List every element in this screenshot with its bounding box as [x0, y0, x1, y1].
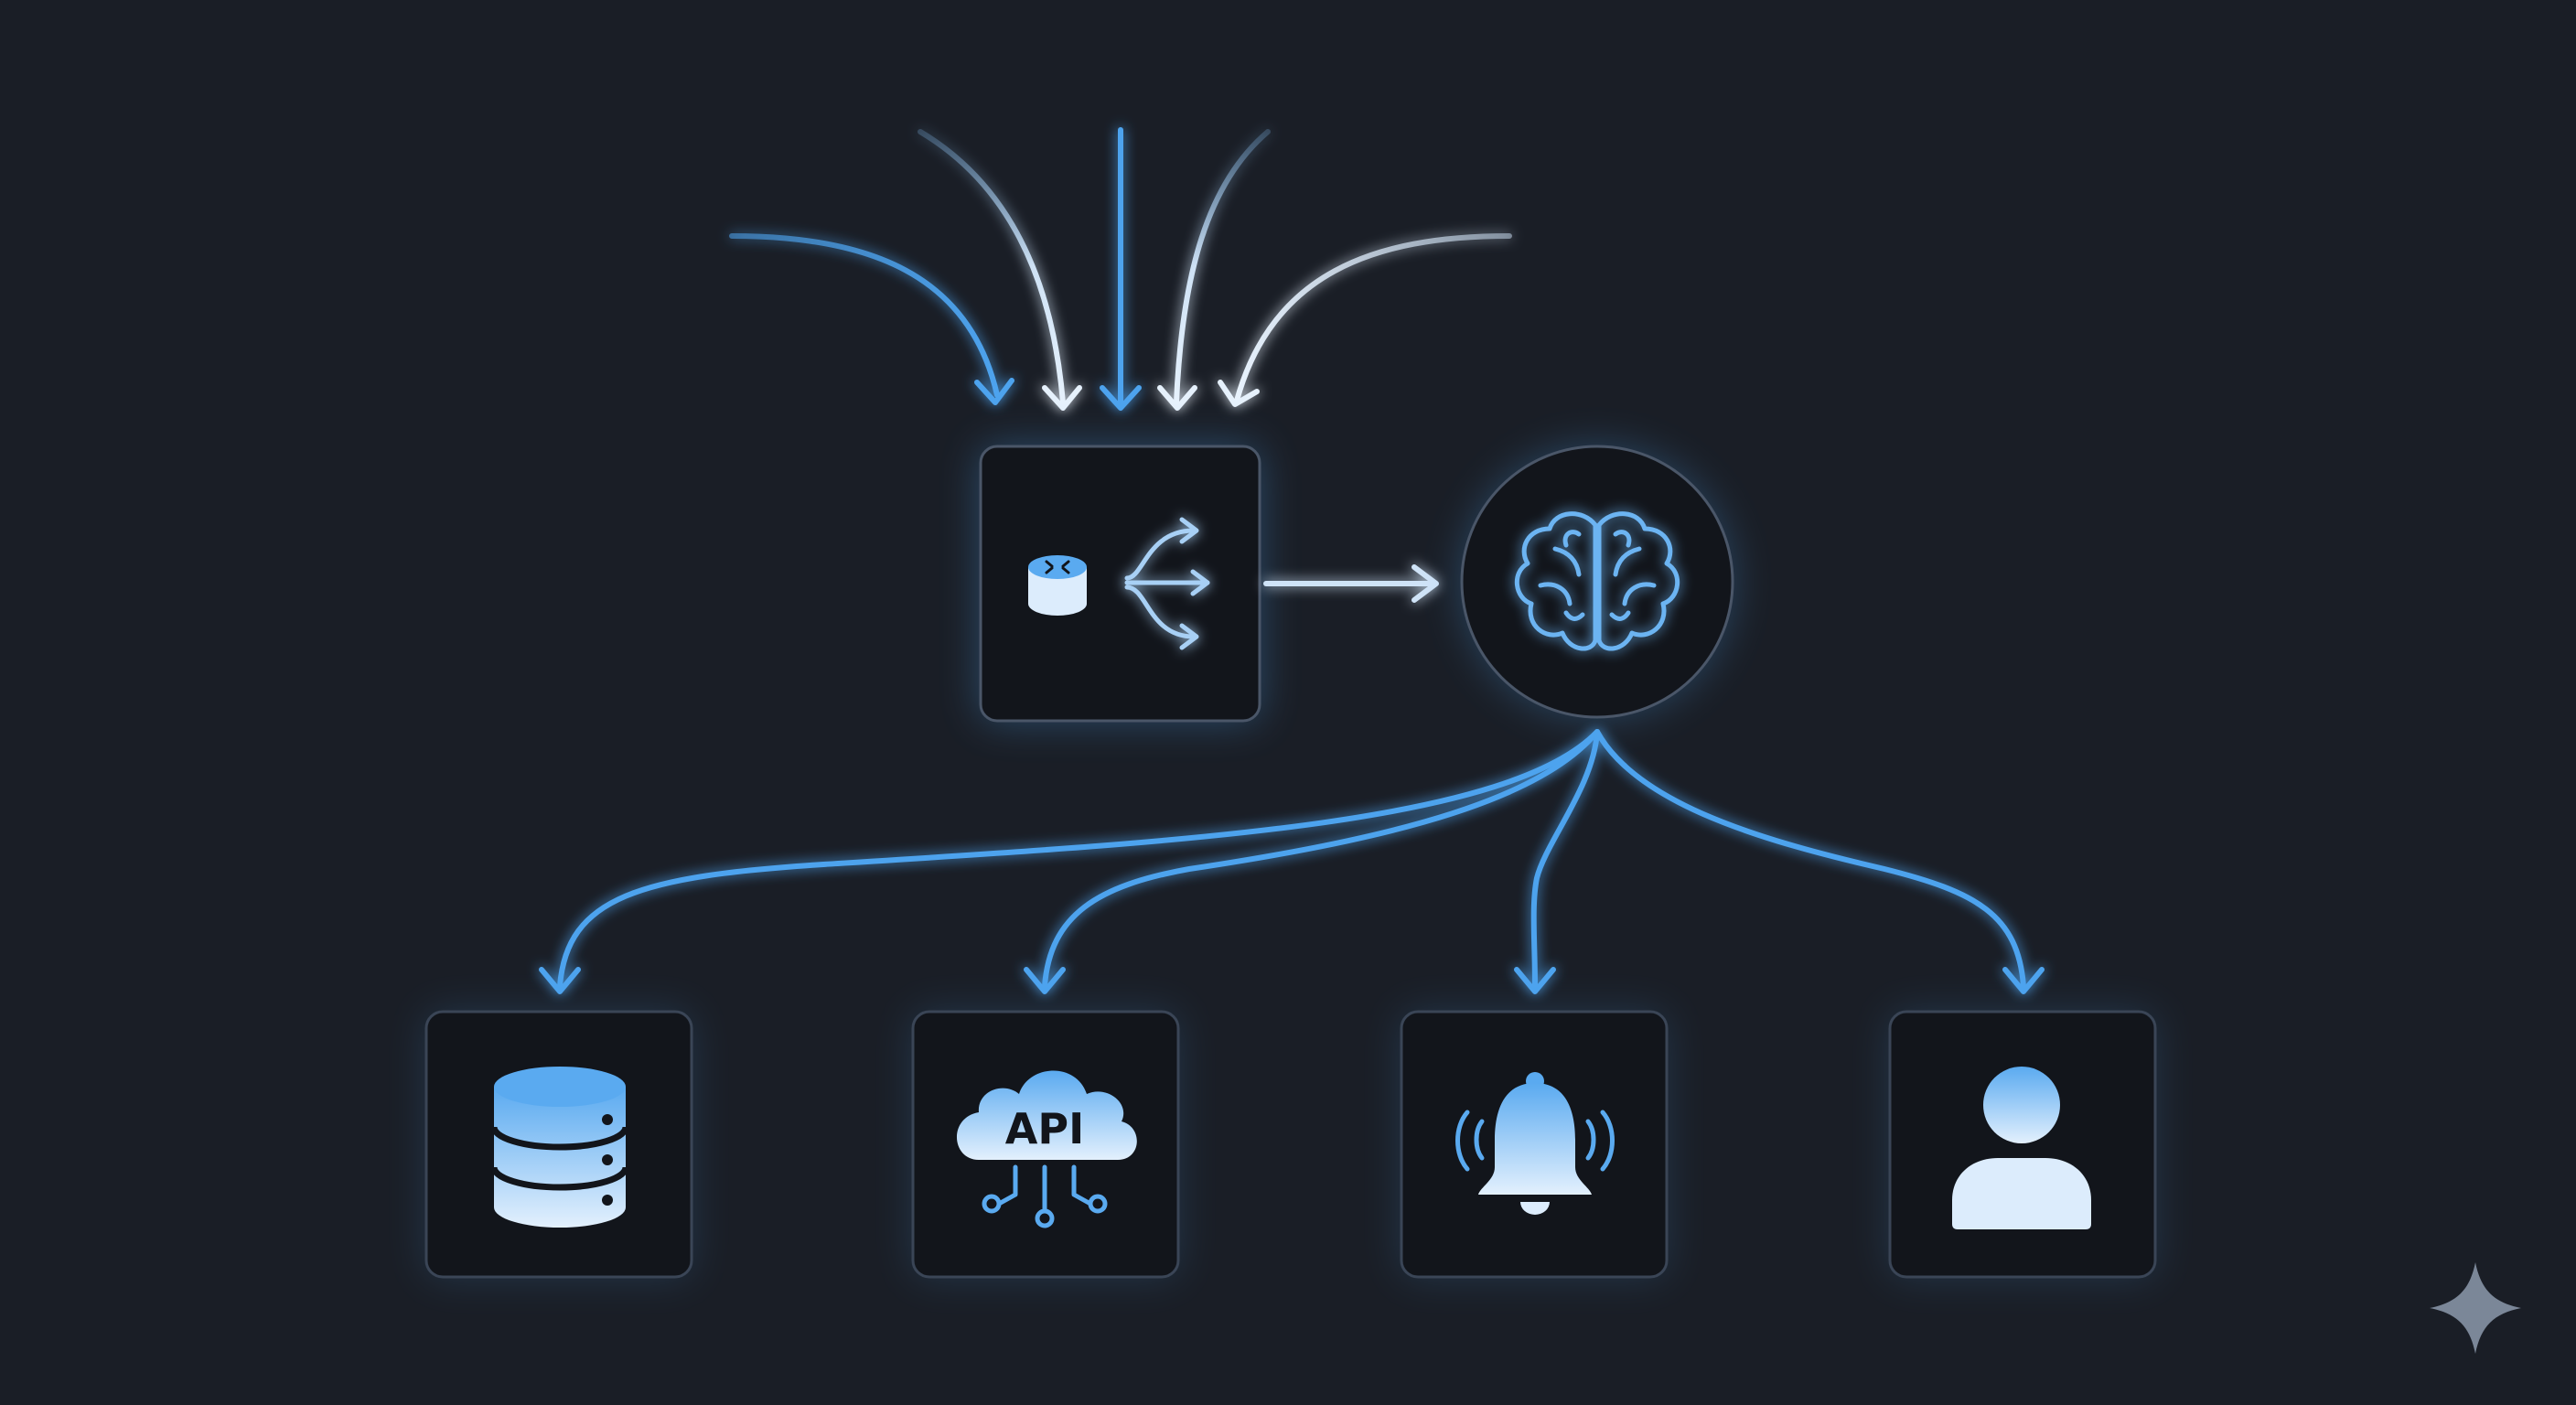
router-icon [1028, 517, 1210, 650]
database-node [424, 1010, 693, 1279]
incoming-arrow-5 [1218, 233, 1512, 407]
router-node [979, 445, 1261, 723]
brain-to-database-arrow [539, 729, 1600, 994]
user-node [1888, 1010, 2157, 1279]
user-icon [1952, 1067, 2091, 1229]
api-cloud-icon: API [956, 1070, 1137, 1228]
brain-icon [1514, 511, 1680, 651]
incoming-arrow-4 [1157, 129, 1271, 411]
incoming-arrow-2 [918, 129, 1082, 411]
api-label: API [1005, 1104, 1084, 1153]
brain-to-user-arrow [1594, 729, 2045, 994]
bell-icon [1455, 1072, 1615, 1215]
sparkle-icon [2430, 1262, 2521, 1354]
database-icon [490, 1067, 629, 1228]
incoming-arrow-1 [729, 233, 1014, 405]
router-to-brain-arrow [1263, 564, 1439, 603]
incoming-arrow-3 [1100, 127, 1142, 411]
brain-to-api-arrow [1024, 729, 1600, 994]
brain-to-notification-arrow [1514, 729, 1600, 994]
api-node: API [911, 1010, 1180, 1279]
brain-node [1460, 445, 1734, 719]
notification-node [1400, 1010, 1669, 1279]
